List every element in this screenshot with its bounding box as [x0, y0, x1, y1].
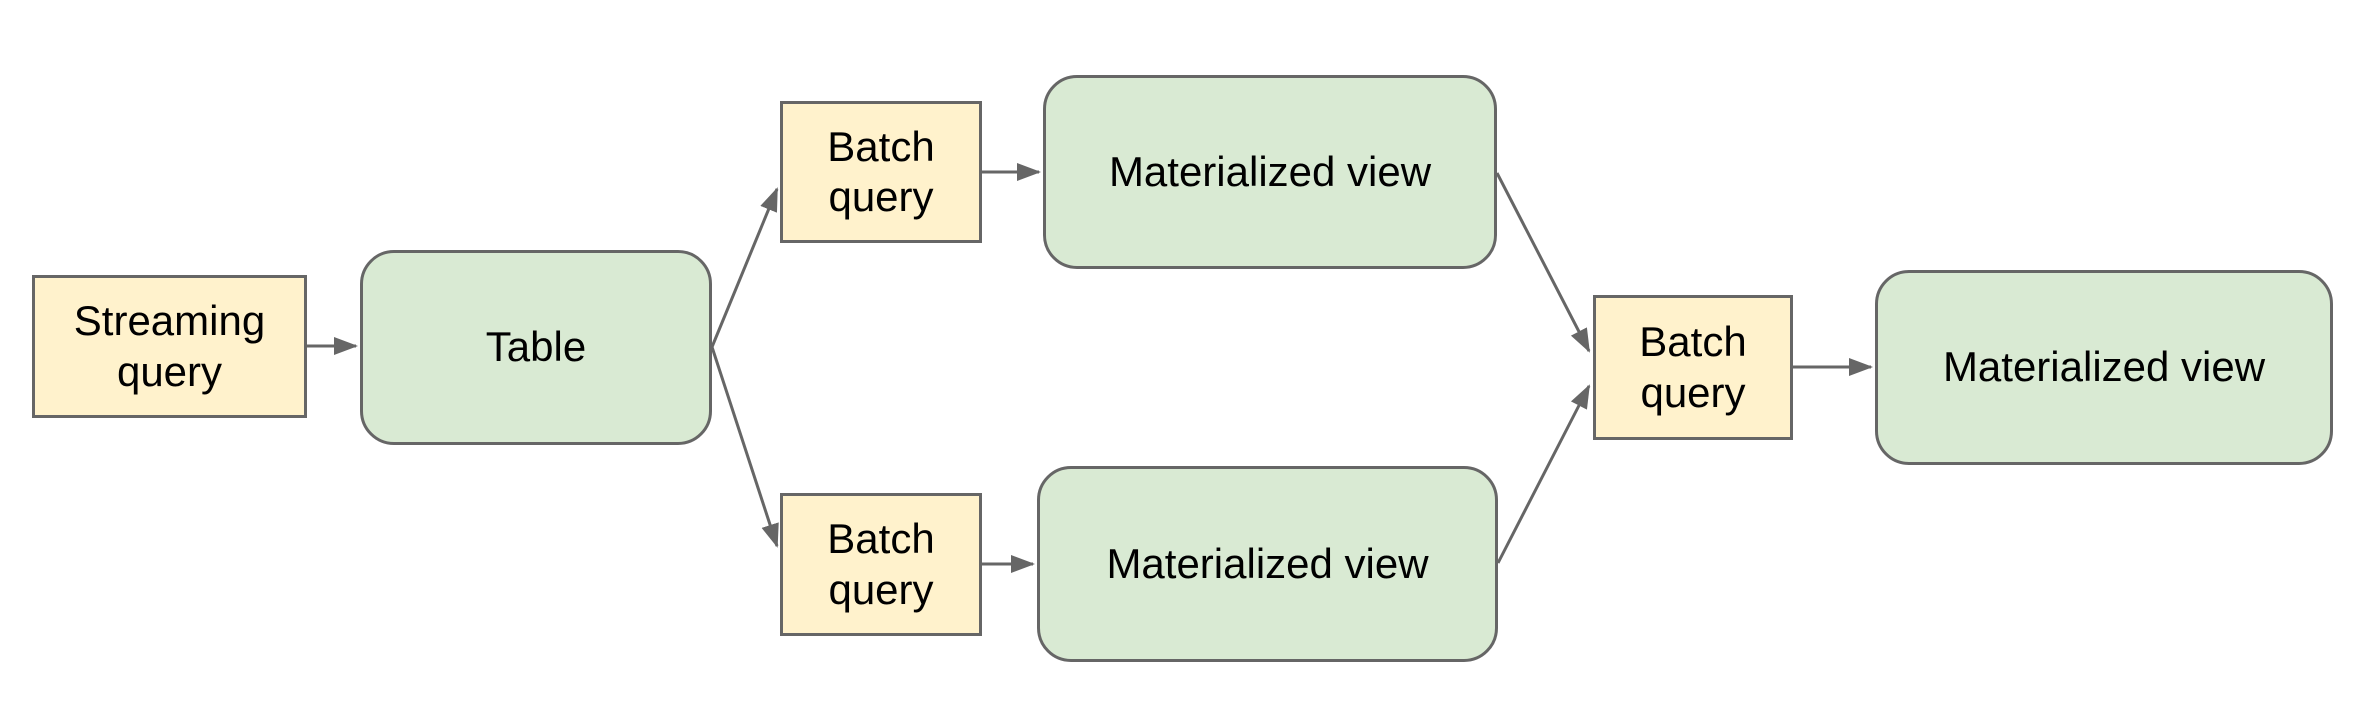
node-batch-query-bottom: Batch query — [780, 493, 982, 636]
node-streaming-query-label: Streaming query — [73, 297, 266, 395]
node-materialized-view-bottom: Materialized view — [1037, 466, 1498, 662]
node-table-label: Table — [485, 323, 587, 371]
node-streaming-query: Streaming query — [32, 275, 307, 418]
edge-table-to-batch-query-bottom — [710, 346, 779, 548]
node-batch-query-right: Batch query — [1593, 295, 1793, 440]
node-materialized-view-final: Materialized view — [1875, 270, 2333, 465]
node-batch-query-bottom-label: Batch query — [827, 515, 935, 613]
edge-table-to-batch-query-top — [710, 187, 779, 348]
node-table: Table — [360, 250, 712, 445]
edge-materialized-view-bottom-to-batch-query-right — [1496, 384, 1591, 564]
node-materialized-view-bottom-label: Materialized view — [1106, 539, 1429, 587]
node-materialized-view-final-label: Materialized view — [1942, 343, 2266, 391]
node-batch-query-top: Batch query — [780, 101, 982, 243]
node-batch-query-right-label: Batch query — [1639, 318, 1747, 416]
node-materialized-view-top: Materialized view — [1043, 75, 1497, 269]
node-materialized-view-top-label: Materialized view — [1108, 147, 1432, 195]
edge-materialized-view-top-to-batch-query-right — [1495, 172, 1591, 353]
node-batch-query-top-label: Batch query — [827, 122, 935, 220]
